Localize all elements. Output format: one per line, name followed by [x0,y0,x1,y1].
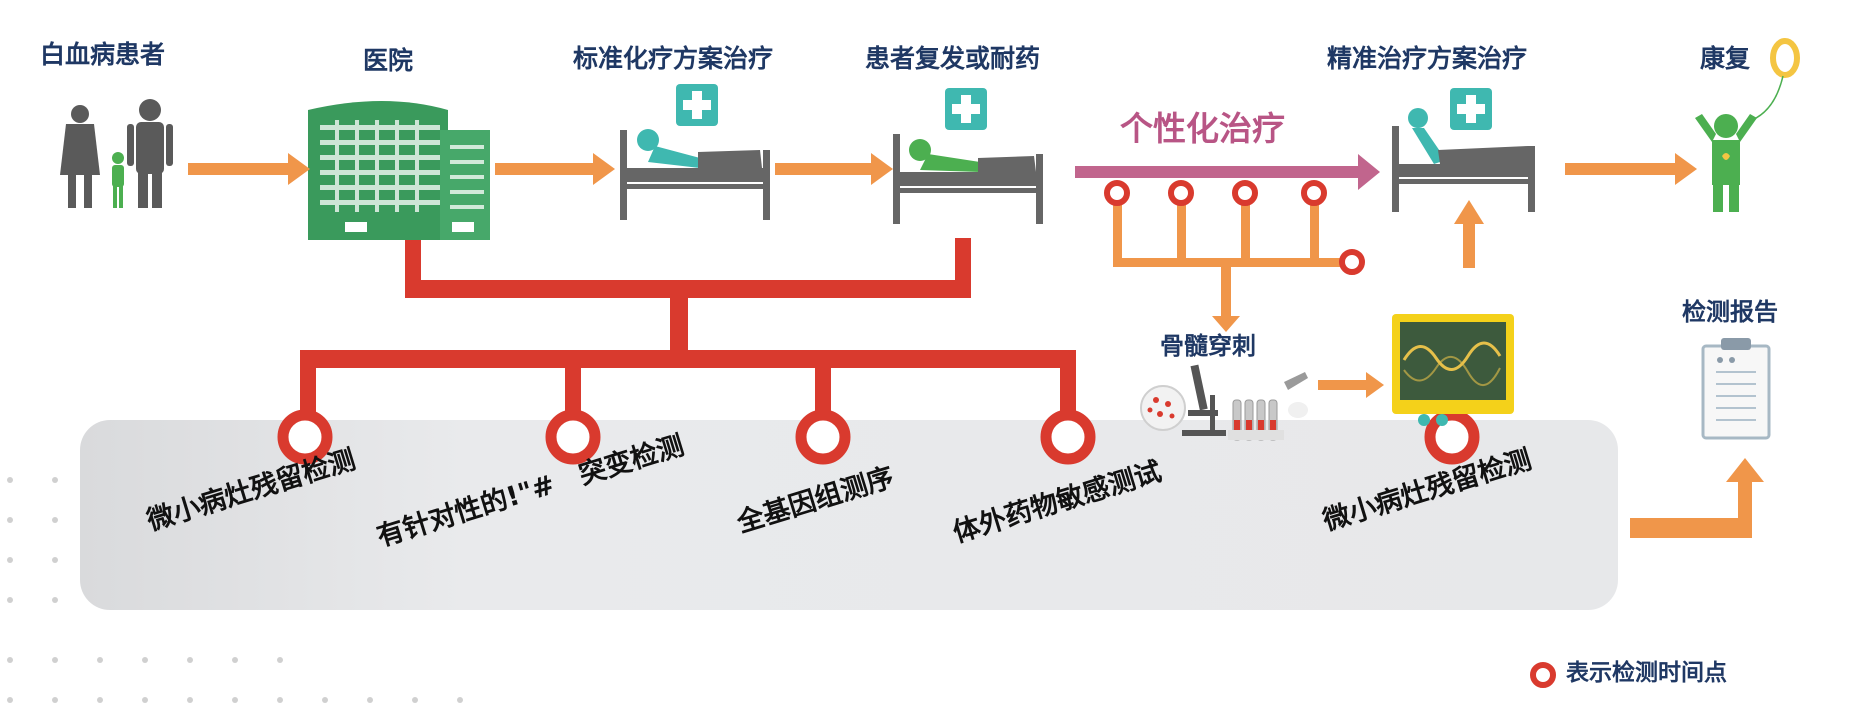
hospital-bed-icon [1392,88,1535,212]
arrow-up-icon [1454,200,1484,268]
stage-label-relapse: 患者复发或耐药 [865,44,1041,73]
stage-label-precision-treatment: 精准治疗方案治疗 [1327,44,1528,73]
hospital-building-icon [308,101,490,240]
test-time-marker [1424,409,1480,465]
report-label: 检测报告 [1682,298,1778,326]
legend-marker-icon [1530,662,1556,688]
hospital-bed-icon [620,84,770,220]
balloon-icon [1751,38,1800,121]
test-panel [80,420,1618,610]
test-time-marker [1040,409,1096,465]
arrow-right-icon [775,153,893,185]
recovered-person-icon [1695,114,1757,212]
test-time-markers [277,409,1480,465]
monitor-icon [1392,314,1514,426]
arrow-right-icon [188,153,310,185]
family-icon [60,99,173,208]
test-time-marker [795,409,851,465]
red-test-tree [300,238,1076,425]
stage-label-hospital: 医院 [363,46,414,75]
arrow-down-icon [1212,262,1240,332]
personalized-treatment-bar [1075,154,1380,275]
arrow-right-icon [1565,153,1697,185]
flow-arrows [188,153,1764,538]
microscope-icon [1140,364,1308,441]
arrow-right-icon [1318,372,1384,398]
bone-marrow-label: 骨髓穿刺 [1160,332,1256,360]
test-time-marker [277,409,333,465]
elbow-arrow-to-report [1630,458,1764,538]
clipboard-icon [1701,338,1771,440]
stage-label-patients: 白血病患者 [40,40,166,69]
legend-label: 表示检测时间点 [1566,660,1727,686]
stage-label-recovery: 康复 [1700,44,1751,73]
test-time-marker [545,409,601,465]
stage-label-standard-chemo: 标准化疗方案治疗 [573,44,774,73]
personalized-treatment-label: 个性化治疗 [1120,109,1285,148]
hospital-bed-icon [893,88,1043,224]
arrow-right-icon [495,153,615,185]
